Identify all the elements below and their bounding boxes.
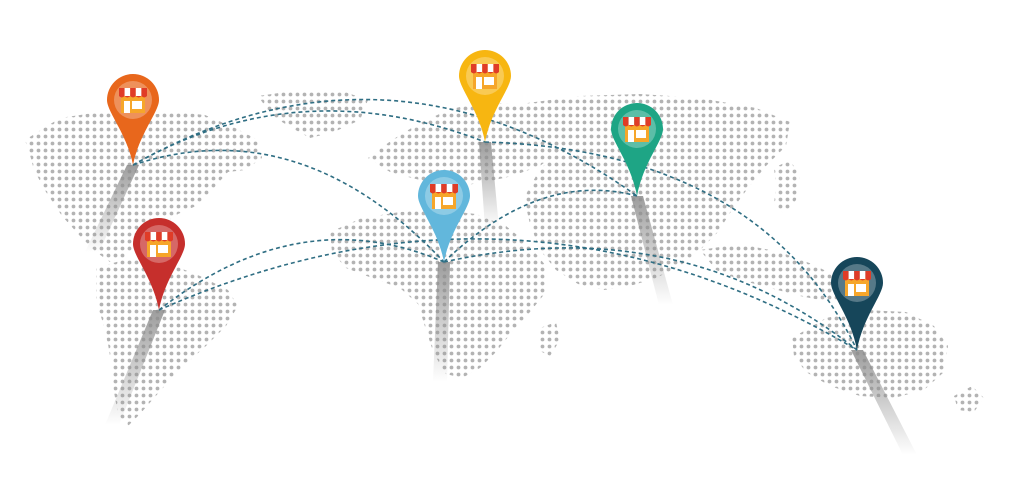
storefront-icon	[843, 271, 871, 296]
storefront-icon	[471, 64, 500, 89]
continent-asia	[520, 94, 790, 290]
storefront-icon	[145, 232, 174, 257]
pin-body	[133, 218, 185, 310]
pin-shadow-north-america-west	[85, 165, 139, 252]
continent-australia	[792, 310, 948, 398]
storefront-icon	[119, 88, 148, 113]
route-africa-to-oceania	[443, 247, 858, 351]
pin-shadow-africa	[433, 262, 450, 382]
pin-shadow-central-asia	[631, 196, 673, 305]
route-central-america-to-oceania	[158, 238, 858, 351]
pin-shadow-central-america	[105, 310, 165, 425]
pin-shadow-oceania	[851, 350, 917, 455]
continent-southeast-asia	[700, 244, 852, 302]
continent-madagascar	[538, 322, 560, 356]
map-pin-oceania[interactable]	[831, 257, 883, 350]
storefront-icon	[623, 117, 651, 142]
pin-body	[418, 170, 470, 262]
map-pin-africa[interactable]	[418, 170, 470, 262]
continent-greenland	[258, 90, 368, 138]
pin-body	[611, 103, 663, 196]
map-pin-north-europe[interactable]	[459, 50, 511, 142]
map-pin-north-america-west[interactable]	[107, 74, 159, 165]
map-pin-central-america[interactable]	[133, 218, 185, 310]
route-central-america-to-africa	[158, 238, 445, 311]
pin-shadows	[85, 142, 917, 455]
pin-body	[459, 50, 511, 142]
continent-japan	[774, 160, 800, 214]
location-pins	[107, 50, 883, 350]
continent-north-america	[25, 112, 262, 262]
storefront-icon	[430, 184, 459, 209]
route-north-europe-to-oceania	[484, 141, 858, 351]
route-africa-to-central-asia	[443, 189, 638, 263]
map-pin-central-asia[interactable]	[611, 103, 663, 196]
pin-shadow-north-europe	[479, 142, 499, 228]
continent-new-zealand	[954, 386, 984, 412]
route-north-america-west-to-central-asia	[132, 98, 638, 197]
shipping-routes	[132, 98, 858, 351]
route-north-america-west-to-africa	[132, 149, 445, 263]
pin-body	[831, 257, 883, 350]
continent-europe	[368, 102, 566, 186]
